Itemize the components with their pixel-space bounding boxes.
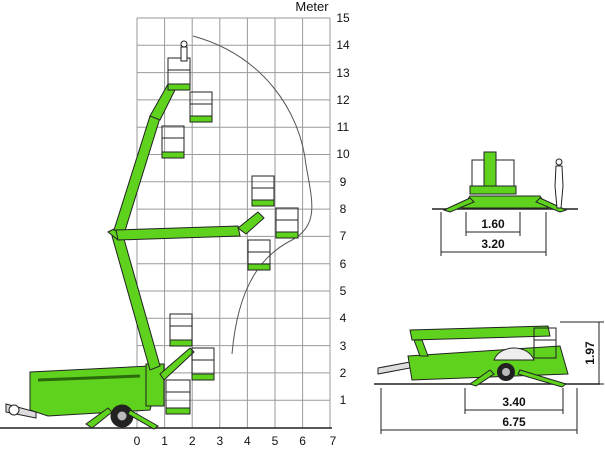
side-outrigger	[517, 369, 568, 388]
x-tick-label: 6	[299, 434, 306, 448]
basket-ghost	[161, 91, 213, 159]
jib-horizontal	[237, 211, 265, 235]
front-outrigger-width: 3.20	[481, 237, 505, 251]
front-dimension-lines	[440, 212, 547, 256]
basket-low	[165, 313, 215, 415]
x-tick-label: 2	[189, 434, 196, 448]
basket-rail	[191, 347, 215, 377]
basket-floor	[167, 83, 191, 91]
y-tick-label: 15	[336, 11, 350, 25]
basket-floor	[191, 373, 215, 381]
chassis-stripe	[37, 374, 141, 382]
side-outrigger	[468, 369, 495, 387]
unit-label: Meter	[295, 0, 329, 14]
working-range-grid	[136, 17, 331, 428]
y-axis-ticks: 1 2 3 4 5 6 7 8 9 10 11 12 13 14 15	[336, 11, 350, 407]
front-outrigger	[442, 197, 475, 213]
y-tick-label: 6	[340, 257, 347, 271]
y-tick-label: 3	[340, 339, 347, 353]
outrigger	[127, 409, 159, 430]
y-tick-label: 10	[336, 147, 350, 161]
side-wheelbase: 3.40	[502, 395, 526, 409]
operator-figure-icon	[180, 46, 188, 62]
x-tick-label: 3	[216, 434, 223, 448]
y-tick-label: 14	[336, 38, 350, 52]
boom-lowered-link	[159, 347, 195, 381]
basket-floor	[169, 339, 193, 347]
basket-floor	[161, 151, 185, 159]
side-length: 6.75	[502, 415, 526, 429]
front-basket-rail	[493, 159, 515, 189]
side-tow-hitch	[377, 361, 411, 375]
basket-floor	[165, 407, 191, 415]
side-height: 1.97	[583, 341, 597, 365]
front-narrow-width: 1.60	[481, 217, 505, 231]
x-tick-label: 0	[134, 434, 141, 448]
y-tick-label: 2	[340, 366, 347, 380]
y-tick-label: 4	[340, 311, 347, 325]
side-wheel-hub-icon	[502, 368, 510, 376]
chassis-body	[29, 365, 159, 417]
x-tick-label: 4	[244, 434, 251, 448]
y-tick-label: 8	[340, 202, 347, 216]
front-view: 1.60 3.20	[432, 151, 578, 256]
x-tick-label: 1	[161, 434, 168, 448]
basket-top	[167, 40, 191, 91]
person-figure-icon	[554, 165, 564, 209]
x-tick-label: 5	[272, 434, 279, 448]
upper-boom-horizontal	[115, 225, 241, 241]
side-stowed-boom	[409, 325, 551, 341]
basket-floor	[275, 231, 299, 239]
basket-floor	[189, 115, 213, 123]
side-basket-rail	[533, 327, 557, 359]
outrigger	[85, 407, 113, 429]
y-tick-label: 7	[340, 229, 347, 243]
wheel-hub-icon	[116, 410, 128, 422]
x-tick-label: 7	[330, 434, 337, 448]
front-chassis	[461, 195, 549, 209]
basket-floor	[247, 263, 271, 271]
side-dimension-lines	[380, 321, 604, 434]
y-tick-label: 11	[337, 120, 350, 134]
side-view: 1.97 3.40 6.75	[374, 321, 604, 434]
side-engine-cover	[493, 347, 535, 361]
y-tick-label: 12	[336, 93, 350, 107]
basket-mid	[247, 175, 299, 271]
x-axis-ticks: 0 1 2 3 4 5 6 7	[134, 434, 337, 448]
person-figure-icon	[555, 158, 563, 166]
working-envelope-curve	[192, 35, 313, 355]
y-tick-label: 9	[340, 175, 347, 189]
trailer-lift-machine	[5, 40, 299, 430]
turret	[145, 363, 165, 407]
basket-floor	[251, 199, 275, 207]
side-boom-link	[413, 339, 429, 357]
y-tick-label: 13	[336, 66, 350, 80]
lower-boom	[111, 231, 161, 371]
hitch-wheel-icon	[8, 404, 20, 416]
basket-rail	[165, 379, 191, 413]
y-tick-label: 5	[340, 284, 347, 298]
front-platform	[469, 185, 517, 195]
operator-figure-icon	[180, 40, 188, 48]
basket-rail	[161, 125, 185, 155]
y-tick-label: 1	[340, 393, 347, 407]
